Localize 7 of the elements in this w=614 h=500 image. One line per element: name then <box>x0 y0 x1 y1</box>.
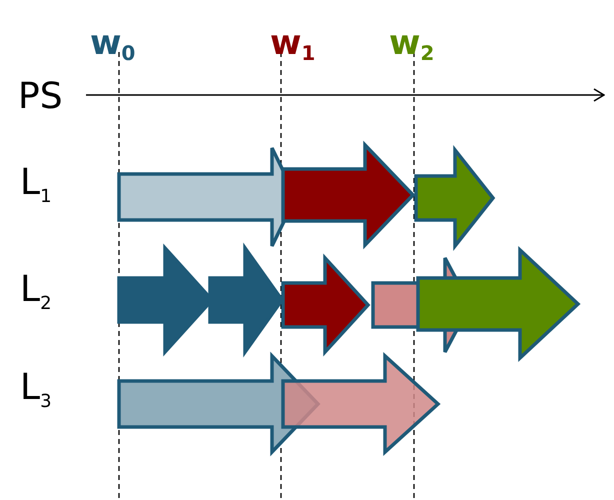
row-label: L$_{3}$ <box>20 370 52 411</box>
window-label: w$_{2}$ <box>389 26 434 63</box>
row-label: L$_{1}$ <box>20 165 52 206</box>
row-label: L$_{2}$ <box>20 272 52 313</box>
axis-label: PS <box>18 79 63 115</box>
window-label: w$_{1}$ <box>270 26 316 63</box>
window-label: w$_{0}$ <box>90 26 136 63</box>
